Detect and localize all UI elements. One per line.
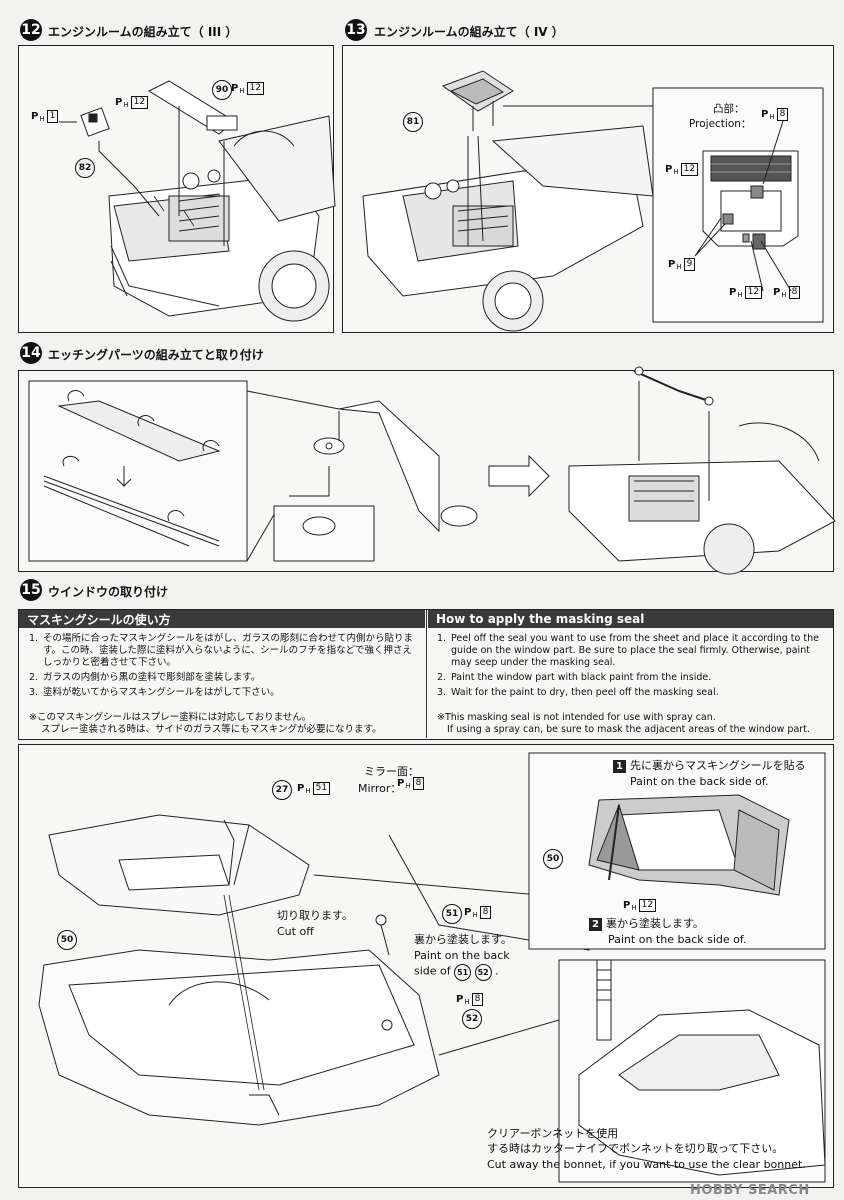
paint-back-part-51: 51 [454,964,472,981]
step-12-engine-illustration [59,80,336,322]
step-12-part-90: 90 [212,80,232,100]
bonnet-note-jp-2: する時はカッターナイフでボンネットを切り取って下さい。 [487,1142,784,1155]
step-15-mirror-en: Mirror： [358,782,402,795]
masking-en-note-1: ※This masking seal is not intended for u… [437,712,716,723]
inset-part-50: 50 [543,849,563,869]
masking-en-note-2: If using a spray can, be sure to mask th… [447,724,810,735]
step-15-part-51: 51 [442,904,462,924]
step-15-paint-back-en-1: Paint on the back [414,949,510,962]
watermark-logo: HOBBY SEARCH [690,1183,810,1198]
paint-back-part-52: 52 [474,964,492,981]
step-14-number: 14 [20,342,42,364]
masking-jp-list: 1.その場所に合ったマスキングシールをはがし、ガラスの彫刻に合わせて内側から貼り… [29,633,419,702]
bonnet-note-en: Cut away the bonnet, if you want to use … [487,1158,806,1171]
masking-jp-item: 1.その場所に合ったマスキングシールをはがし、ガラスの彫刻に合わせて内側から貼り… [29,633,414,668]
masking-jp-item: 3.塗料が乾いてからマスキングシールをはがして下さい。 [29,687,280,698]
inset-step-1-en: Paint on the back side of. [630,775,769,788]
step-13-engine-illustration [362,70,824,332]
masking-en-item: 1.Peel off the seal you want to use from… [437,633,819,668]
masking-seal-panel: マスキングシールの使い方 How to apply the masking se… [18,609,834,740]
masking-jp-note-2: スプレー塗装される時は、サイドのガラス等にもマスキングが必要になります。 [41,724,382,735]
step-15-cut-en: Cut off [277,925,314,938]
masking-en-item: 3.Wait for the paint to dry, then peel o… [437,687,719,698]
masking-jp-note-1: ※このマスキングシールはスプレー塗料には対応しておりません。 [29,712,312,723]
masking-en-item: 2.Paint the window part with black paint… [437,672,712,683]
step-15-window-illustration [38,752,826,1183]
masking-jp-header: マスキングシールの使い方 [19,610,425,628]
step-15-paint-back-en-2: side of 51 52 . [414,964,499,981]
step-13-part-81: 81 [403,112,423,132]
step-14-title: エッチングパーツの組み立てと取り付け [48,348,264,362]
step-13-number: 13 [345,19,367,41]
masking-en-header: How to apply the masking seal [428,610,833,628]
masking-en-list: 1.Peel off the seal you want to use from… [437,633,829,702]
step-12-title: エンジンルームの組み立て（ III ） [48,25,238,39]
step-14-etching-illustration [28,366,836,575]
inset-step-2-number: 2 [589,917,602,931]
masking-jp-item: 2.ガラスの内側から黒の塗料で彫刻部を塗装します。 [29,672,261,683]
step-12-part-82: 82 [75,158,95,178]
step-13-title: エンジンルームの組み立て（ IV ） [374,25,564,39]
step-15-mirror-jp: ミラー面： [364,765,419,778]
step-12-number: 12 [20,19,42,41]
bonnet-note-jp-1: クリアーボンネットを使用 [487,1127,619,1140]
step-15-cut-jp: 切り取ります。 [277,909,353,922]
step-13-projection-en: Projection： [689,118,752,130]
inset-step-2-en: Paint on the back side of. [608,933,747,946]
step-14-panel [18,366,836,575]
step-15-part-27: 27 [272,780,292,800]
step-15-part-50: 50 [57,930,77,950]
step-15-paint-back-jp: 裏から塗装します。 [414,933,512,946]
step-15-part-52: 52 [462,1009,482,1029]
masking-divider [426,610,427,738]
step-15-number: 15 [20,579,42,601]
step-13-projection-jp: 凸部： [713,103,745,115]
inset-step-1-number: 1 [613,759,626,773]
step-15-title: ウインドウの取り付け [48,585,169,599]
